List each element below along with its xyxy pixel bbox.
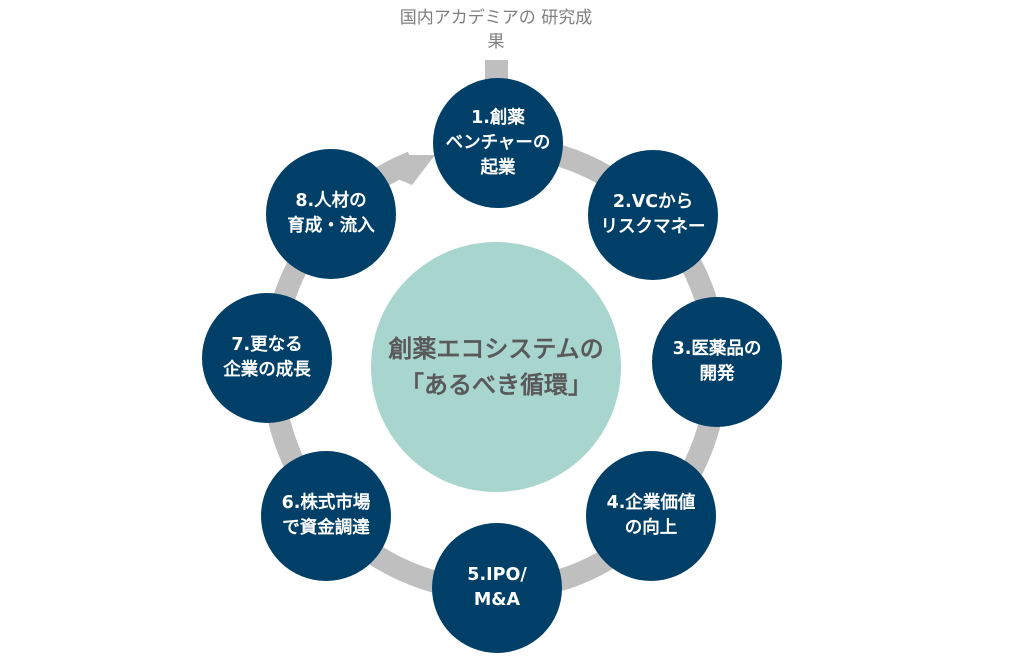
node-4: 4.企業価値 の向上 (586, 451, 716, 581)
node-6: 6.株式市場 で資金調達 (261, 451, 391, 581)
node-8: 8.人材の 育成・流入 (266, 149, 396, 279)
node-7: 7.更なる 企業の成長 (202, 293, 332, 423)
node-1: 1.創薬 ベンチャーの 起業 (433, 78, 563, 208)
academia-research-label: 国内アカデミアの 研究成果 (399, 8, 593, 52)
center-circle: 創薬エコシステムの 「あるべき循環」 (371, 242, 621, 492)
node-5: 5.IPO/ M&A (432, 523, 562, 653)
node-3: 3.医薬品の 開発 (652, 297, 782, 427)
cycle-arrowhead (388, 155, 435, 185)
node-2: 2.VCから リスクマネー (588, 150, 718, 280)
